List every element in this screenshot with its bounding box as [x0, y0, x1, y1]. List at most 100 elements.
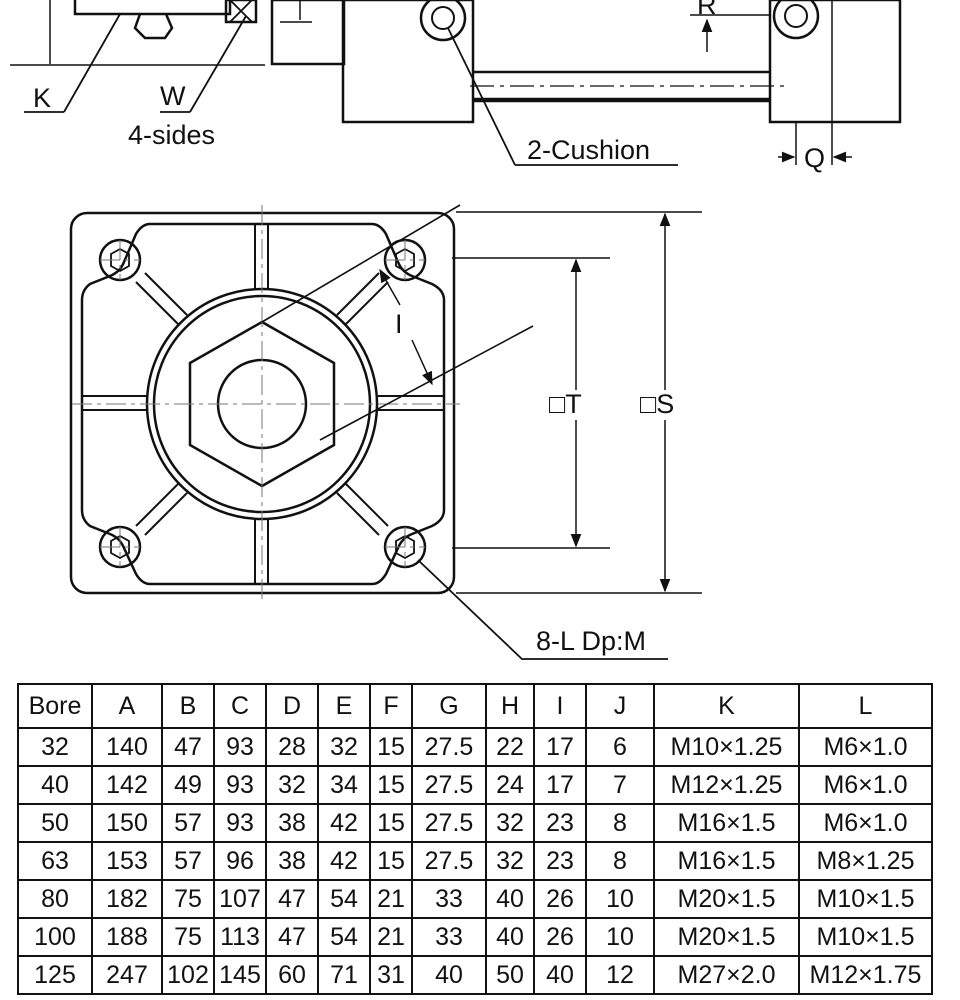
column-header: Bore: [17, 683, 93, 729]
table-cell: 40: [485, 917, 535, 957]
column-header: G: [411, 683, 487, 729]
label-i: I: [395, 309, 403, 339]
column-header: H: [485, 683, 535, 729]
end-cover-right: [768, 0, 902, 124]
table-cell: 27.5: [411, 765, 487, 805]
label-r: R: [697, 0, 717, 20]
table-cell: 32: [265, 765, 319, 805]
table-cell: 102: [161, 955, 215, 995]
table-cell: 182: [91, 879, 163, 919]
inner-boss: [80, 222, 446, 586]
table-cell: M16×1.5: [653, 803, 800, 843]
hex-nut: [133, 13, 174, 40]
table-cell: M6×1.0: [798, 765, 933, 805]
table-cell: 10: [585, 917, 655, 957]
table-cell: 50: [17, 803, 93, 843]
table-cell: 75: [161, 879, 215, 919]
table-cell: 40: [485, 879, 535, 919]
table-cell: 23: [533, 841, 587, 881]
table-cell: 32: [317, 727, 371, 767]
table-cell: 21: [369, 879, 413, 919]
table-cell: 38: [265, 841, 319, 881]
side-view: [10, 0, 902, 166]
table-cell: 50: [485, 955, 535, 995]
label-cushion: 2-Cushion: [527, 135, 650, 165]
table-cell: 32: [17, 727, 93, 767]
label-k: K: [33, 83, 51, 113]
table-cell: 27.5: [411, 841, 487, 881]
column-header: A: [91, 683, 163, 729]
table-cell: 22: [485, 727, 535, 767]
label-q: Q: [804, 143, 825, 173]
column-header: I: [533, 683, 587, 729]
table-cell: 40: [17, 765, 93, 805]
table-cell: 10: [585, 879, 655, 919]
table-cell: 17: [533, 765, 587, 805]
label-s: □S: [640, 389, 674, 419]
table-cell: 42: [317, 803, 371, 843]
table-cell: 125: [17, 955, 93, 995]
end-cover-left: [341, 0, 475, 124]
table-cell: M12×1.25: [653, 765, 800, 805]
table-cell: M12×1.75: [798, 955, 933, 995]
table-cell: 93: [213, 765, 267, 805]
table-cell: 6: [585, 727, 655, 767]
table-cell: 145: [213, 955, 267, 995]
column-header: K: [653, 683, 800, 729]
table-cell: M20×1.5: [653, 917, 800, 957]
table-cell: M8×1.25: [798, 841, 933, 881]
table-cell: M27×2.0: [653, 955, 800, 995]
table-cell: 7: [585, 765, 655, 805]
table-cell: 15: [369, 803, 413, 843]
head-cover: [270, 0, 346, 66]
table-cell: 142: [91, 765, 163, 805]
table-cell: 31: [369, 955, 413, 995]
table-cell: 71: [317, 955, 371, 995]
table-cell: 32: [485, 803, 535, 843]
table-cell: 54: [317, 879, 371, 919]
table-cell: 80: [17, 879, 93, 919]
label-w: W: [160, 81, 186, 111]
table-cell: M10×1.25: [653, 727, 800, 767]
cylinder-drawing: K W 4-sides R 2-Cushion Q: [10, 0, 902, 660]
table-cell: 100: [17, 917, 93, 957]
table-cell: M6×1.0: [798, 803, 933, 843]
table-cell: 40: [533, 955, 587, 995]
table-cell: M16×1.5: [653, 841, 800, 881]
table-cell: 75: [161, 917, 215, 957]
table-cell: M10×1.5: [798, 879, 933, 919]
table-cell: 60: [265, 955, 319, 995]
label-four-sides: 4-sides: [128, 120, 215, 150]
table-cell: 54: [317, 917, 371, 957]
table-cell: 140: [91, 727, 163, 767]
column-header: E: [317, 683, 371, 729]
cushion-screw-right: [772, 0, 820, 40]
column-header: L: [798, 683, 933, 729]
table-cell: 28: [265, 727, 319, 767]
cushion-screw-left: [419, 0, 467, 42]
table-cell: 57: [161, 841, 215, 881]
table-cell: 42: [317, 841, 371, 881]
table-cell: M6×1.0: [798, 727, 933, 767]
table-cell: 33: [411, 917, 487, 957]
table-cell: 96: [213, 841, 267, 881]
table-cell: 15: [369, 765, 413, 805]
table-cell: 93: [213, 727, 267, 767]
table-cell: 26: [533, 917, 587, 957]
table-cell: M10×1.5: [798, 917, 933, 957]
table-cell: 93: [213, 803, 267, 843]
table-cell: 47: [265, 879, 319, 919]
table-cell: 47: [265, 917, 319, 957]
table-cell: 24: [485, 765, 535, 805]
table-cell: 15: [369, 727, 413, 767]
table-cell: 32: [485, 841, 535, 881]
table-cell: 40: [411, 955, 487, 995]
table-cell: 153: [91, 841, 163, 881]
